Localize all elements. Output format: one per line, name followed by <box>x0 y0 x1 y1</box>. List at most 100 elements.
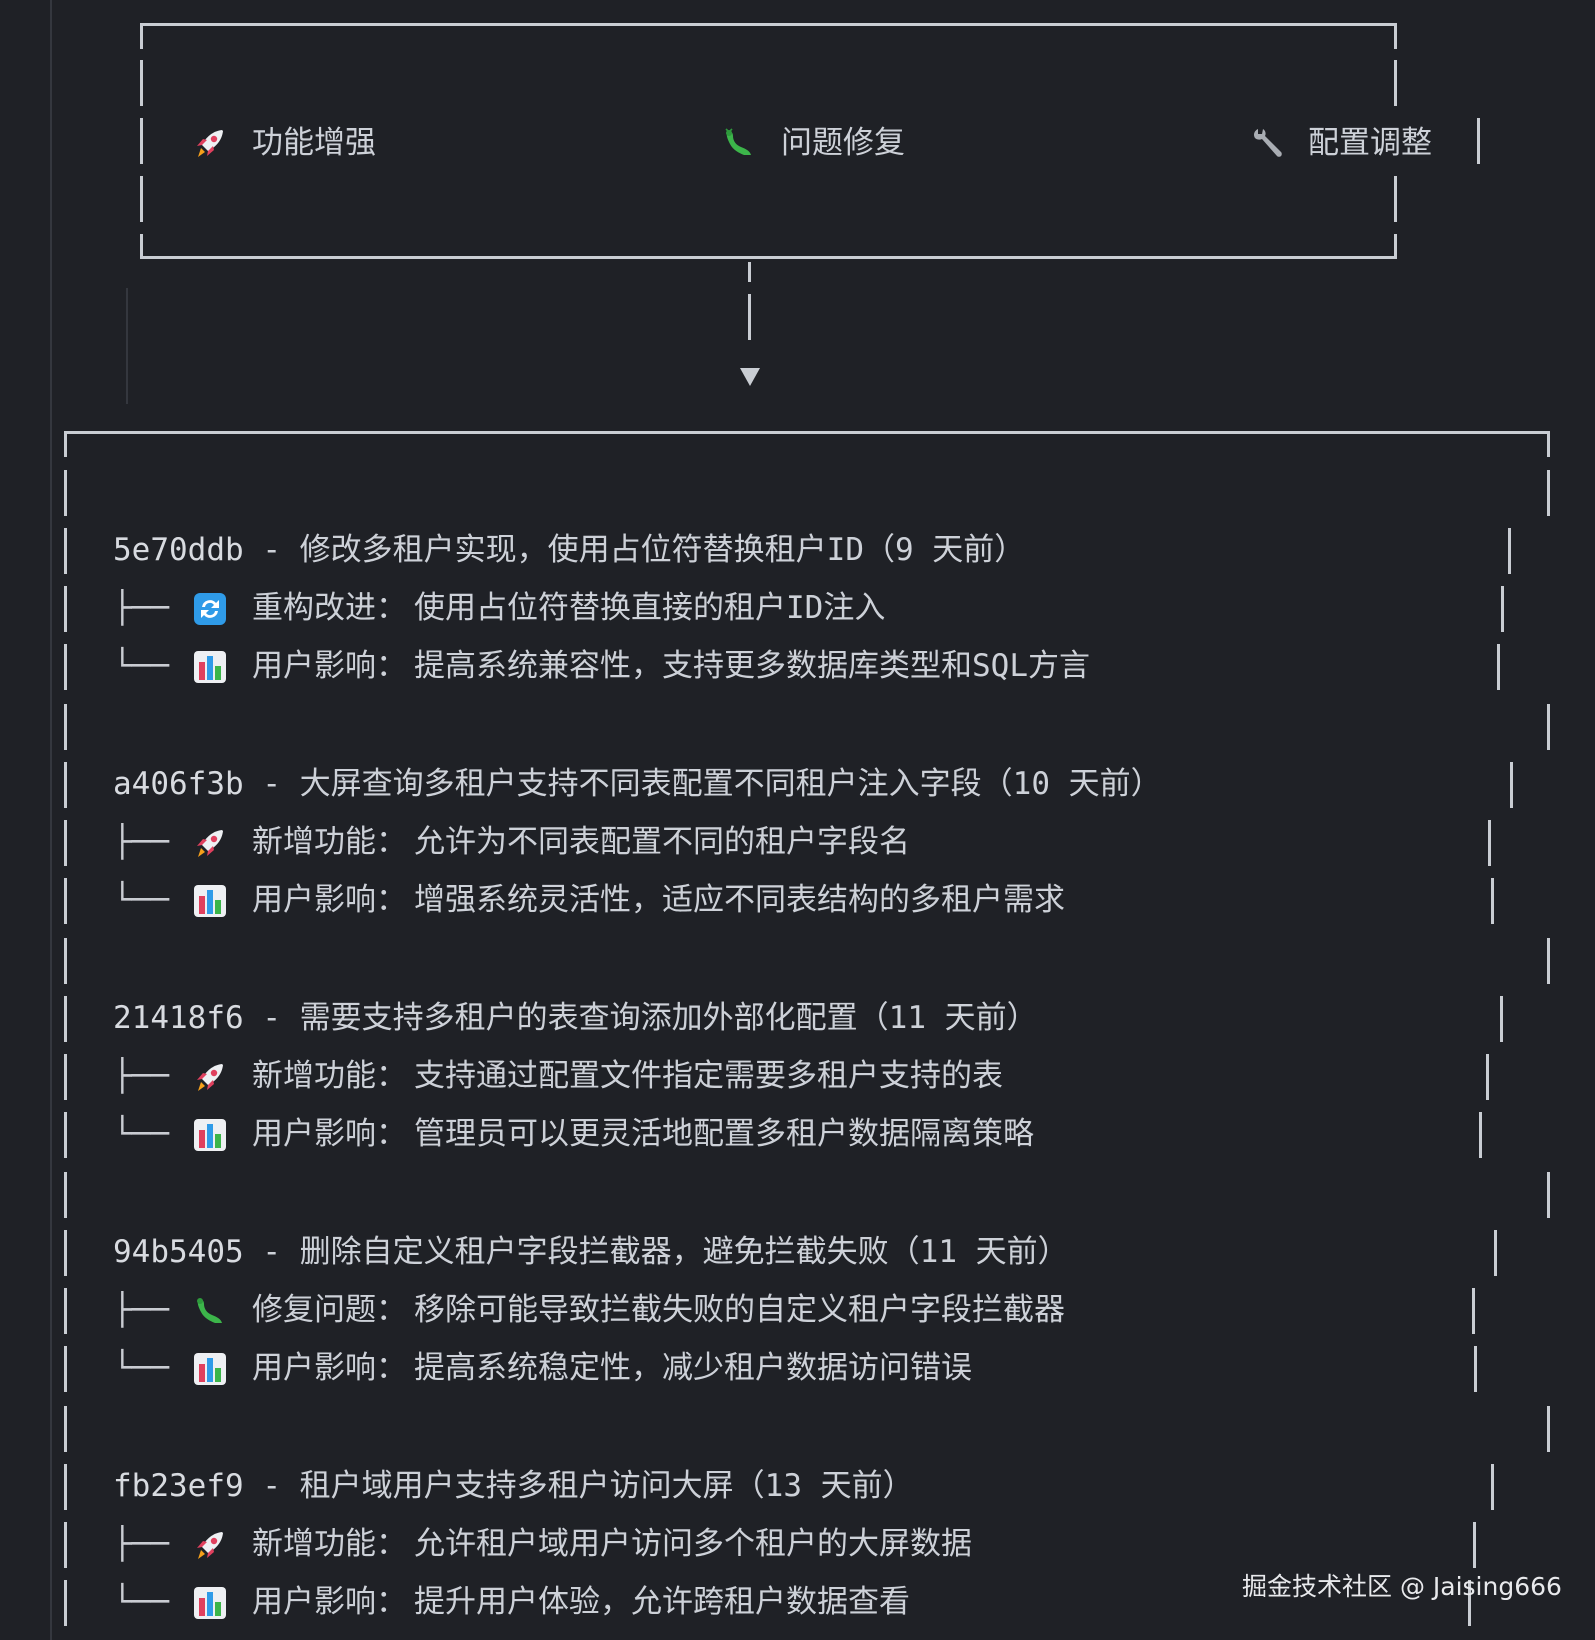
item-label: 用户影响： <box>252 648 407 684</box>
commit-hash: 94b5405 <box>113 1234 244 1270</box>
item-label: 新增功能： <box>252 1526 407 1562</box>
item-text: 提高系统兼容性，支持更多数据库类型和SQL方言 <box>414 648 1090 684</box>
commit-hash: 21418f6 <box>113 1000 244 1036</box>
refresh-icon <box>194 593 226 625</box>
connector-line <box>748 262 751 282</box>
commit-hash: a406f3b <box>113 766 244 802</box>
commit-header: 5e70ddb - 修改多租户实现，使用占位符替换租户ID（9 天前） <box>113 532 1025 568</box>
bar-chart-icon <box>194 1119 226 1151</box>
box-border-right <box>1472 1288 1475 1334</box>
bar-chart-icon <box>194 1353 226 1385</box>
rocket-icon <box>197 1064 223 1091</box>
box-border-left <box>64 644 67 690</box>
commit-age: （11 天前） <box>857 1000 1038 1036</box>
separator: - <box>243 1468 300 1504</box>
tree-branch: ├── <box>113 590 169 626</box>
item-label: 用户影响： <box>252 1116 407 1152</box>
tree-branch: └── <box>113 1350 169 1386</box>
box-border-left <box>64 1406 67 1452</box>
box-border-left <box>64 1112 67 1158</box>
bug-icon <box>197 1298 222 1323</box>
commit-header: 94b5405 - 删除自定义租户字段拦截器，避免拦截失败（11 天前） <box>113 1234 1069 1270</box>
item-text: 使用占位符替换直接的租户ID注入 <box>414 590 886 626</box>
box-border-left <box>64 938 67 984</box>
box-border-top <box>140 23 1397 26</box>
tree-branch: ├── <box>113 1058 169 1094</box>
rocket-icon <box>197 1532 223 1559</box>
tree-branch: └── <box>113 648 169 684</box>
tree-branch: └── <box>113 1584 169 1620</box>
box-border-right <box>1491 878 1494 924</box>
separator: - <box>243 532 300 568</box>
box-border-right <box>1494 1230 1497 1276</box>
box-border-right <box>1497 644 1500 690</box>
box-border-left <box>64 586 67 632</box>
watermark: 掘金技术社区 @ Jaising666 <box>1242 1572 1562 1601</box>
box-border-left <box>64 1230 67 1276</box>
box-border-right <box>1547 938 1550 984</box>
box-border-right <box>1468 1580 1471 1626</box>
item-label: 用户影响： <box>252 1584 407 1620</box>
box-border-bottom <box>140 256 1397 259</box>
box-border-left <box>64 528 67 574</box>
tree-branch: ├── <box>113 1526 169 1562</box>
bug-icon <box>725 128 751 155</box>
box-border-right <box>1491 1464 1494 1510</box>
commit-message: 需要支持多租户的表查询添加外部化配置 <box>299 1000 858 1036</box>
wrench-icon <box>1254 129 1282 157</box>
item-text: 提升用户体验，允许跨租户数据查看 <box>414 1584 910 1620</box>
rocket-icon <box>197 130 223 157</box>
box-border-right <box>1547 1172 1550 1218</box>
tree-branch: └── <box>113 1116 169 1152</box>
item-text: 允许租户域用户访问多个租户的大屏数据 <box>414 1526 972 1562</box>
box-border-left <box>64 470 67 516</box>
box-border-left <box>64 1346 67 1392</box>
gutter-line <box>50 0 52 1640</box>
separator: - <box>243 1234 300 1270</box>
box-border-right <box>1508 528 1511 574</box>
category-label: 功能增强 <box>252 125 376 161</box>
box-border-left <box>64 704 67 750</box>
tree-branch: └── <box>113 882 169 918</box>
down-arrow-icon <box>740 368 760 386</box>
commit-header: a406f3b - 大屏查询多租户支持不同表配置不同租户注入字段（10 天前） <box>113 766 1162 802</box>
category-label: 配置调整 <box>1308 125 1432 161</box>
item-label: 用户影响： <box>252 1350 407 1386</box>
item-label: 修复问题： <box>252 1292 407 1328</box>
commit-age: （11 天前） <box>888 1234 1069 1270</box>
connector-line <box>748 294 751 340</box>
bar-chart-icon <box>194 885 226 917</box>
tree-branch: ├── <box>113 1292 169 1328</box>
item-label: 重构改进： <box>252 590 407 626</box>
box-border-right <box>1510 762 1513 808</box>
box-border-right <box>1479 1112 1482 1158</box>
box-border-left <box>64 820 67 866</box>
commit-age: （13 天前） <box>733 1468 914 1504</box>
box-border-left <box>64 762 67 808</box>
box-border-left <box>64 1464 67 1510</box>
item-text: 允许为不同表配置不同的租户字段名 <box>414 824 910 860</box>
item-label: 用户影响： <box>252 882 407 918</box>
box-border-left <box>64 1580 67 1626</box>
box-border-right <box>1486 1054 1489 1100</box>
box-border-right <box>1501 586 1504 632</box>
separator: - <box>243 1000 300 1036</box>
commit-age: （10 天前） <box>981 766 1162 802</box>
commit-header: fb23ef9 - 租户域用户支持多租户访问大屏（13 天前） <box>113 1468 914 1504</box>
box-border-right <box>1474 1346 1477 1392</box>
item-text: 支持通过配置文件指定需要多租户支持的表 <box>414 1058 1003 1094</box>
bar-chart-icon <box>194 1587 226 1619</box>
box-border-left <box>64 996 67 1042</box>
commit-message: 租户域用户支持多租户访问大屏 <box>299 1468 734 1504</box>
box-border-left <box>64 1522 67 1568</box>
box-border-right <box>1547 470 1550 516</box>
item-text: 管理员可以更灵活地配置多租户数据隔离策略 <box>414 1116 1034 1152</box>
bar-chart-icon <box>194 651 226 683</box>
box-border-right <box>1488 820 1491 866</box>
commit-header: 21418f6 - 需要支持多租户的表查询添加外部化配置（11 天前） <box>113 1000 1038 1036</box>
box-border-left <box>64 878 67 924</box>
box-border-right <box>1547 704 1550 750</box>
item-text: 增强系统灵活性，适应不同表结构的多租户需求 <box>414 882 1065 918</box>
separator: - <box>243 766 300 802</box>
commit-age: （9 天前） <box>863 532 1026 568</box>
